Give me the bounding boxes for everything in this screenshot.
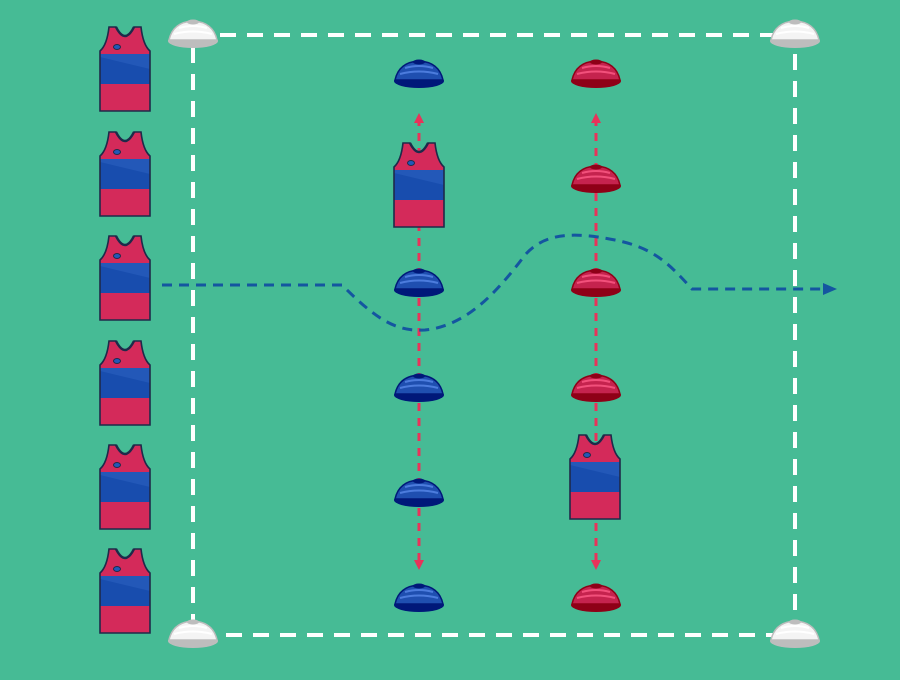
blue-cone-2 bbox=[394, 268, 444, 297]
red-cone-1 bbox=[571, 59, 621, 88]
red-cone-2 bbox=[571, 164, 621, 193]
queue-player-jersey-1 bbox=[99, 26, 151, 112]
queue-player-jersey-3 bbox=[99, 235, 151, 321]
red-lane-cones bbox=[571, 59, 621, 612]
white-boundary-cone-4 bbox=[770, 619, 820, 648]
blue-cone-4 bbox=[394, 478, 444, 507]
lane-players bbox=[393, 142, 621, 520]
white-boundary-cone-1 bbox=[168, 19, 218, 48]
white-boundary-cone-3 bbox=[168, 619, 218, 648]
queue-player-jersey-4 bbox=[99, 340, 151, 426]
red-cone-3 bbox=[571, 268, 621, 297]
queue-player-jersey-6 bbox=[99, 548, 151, 634]
white-boundary-cone-2 bbox=[770, 19, 820, 48]
boundary-square bbox=[191, 33, 797, 637]
blue-cone-1 bbox=[394, 59, 444, 88]
red-cone-5 bbox=[571, 583, 621, 612]
queue-player-jersey-5 bbox=[99, 444, 151, 530]
queue-player-jersey-2 bbox=[99, 131, 151, 217]
red-lane-player-jersey bbox=[569, 434, 621, 520]
player-queue bbox=[99, 26, 151, 634]
blue-lane-player-jersey bbox=[393, 142, 445, 228]
boundary-cones bbox=[168, 19, 820, 648]
red-cone-4 bbox=[571, 373, 621, 402]
run-path bbox=[162, 233, 837, 332]
blue-cone-3 bbox=[394, 373, 444, 402]
blue-cone-5 bbox=[394, 583, 444, 612]
blue-lane-cones bbox=[394, 59, 444, 612]
